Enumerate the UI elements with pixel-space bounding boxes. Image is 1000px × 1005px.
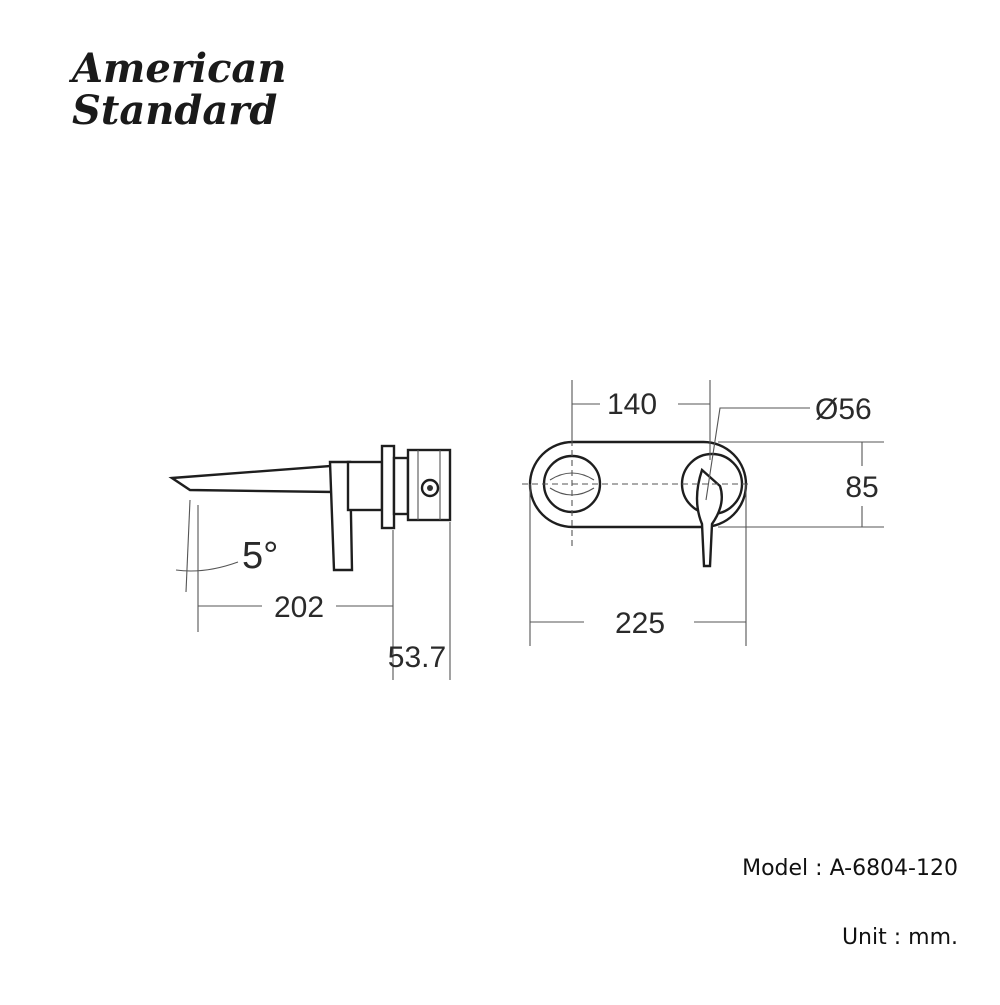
front-view: 140 Ø56 85 225 — [522, 380, 884, 646]
handle-lever-front — [695, 467, 723, 568]
handle-lever — [328, 460, 354, 572]
plate-width-label: 225 — [615, 607, 665, 640]
wall-plate-side — [380, 444, 396, 530]
handle-diameter-label: Ø56 — [815, 393, 872, 426]
unit-label: Unit : — [841, 925, 902, 950]
unit-info: Unit : mm. — [842, 925, 958, 950]
plate-height-label: 85 — [845, 471, 878, 504]
model-value: A-6804-120 — [829, 856, 958, 881]
model-info: Model : A-6804-120 — [742, 856, 958, 881]
spout-length-label: 202 — [274, 591, 324, 624]
brand-line-1: American — [68, 45, 286, 92]
brand-line-2: Standard — [72, 87, 277, 134]
valve-collar — [392, 456, 410, 516]
diameter-leader — [705, 407, 810, 501]
angle-arc — [175, 561, 239, 572]
model-label: Model : — [742, 856, 823, 881]
brand-logo: American Standard — [68, 45, 286, 134]
side-view: 5° 202 53.7 — [168, 444, 452, 680]
body-depth-label: 53.7 — [388, 641, 446, 674]
angle-label: 5° — [242, 535, 278, 577]
handle-hub — [346, 460, 384, 512]
unit-value: mm. — [908, 925, 958, 950]
handle-spacing-label: 140 — [607, 388, 657, 421]
spout — [168, 464, 336, 494]
